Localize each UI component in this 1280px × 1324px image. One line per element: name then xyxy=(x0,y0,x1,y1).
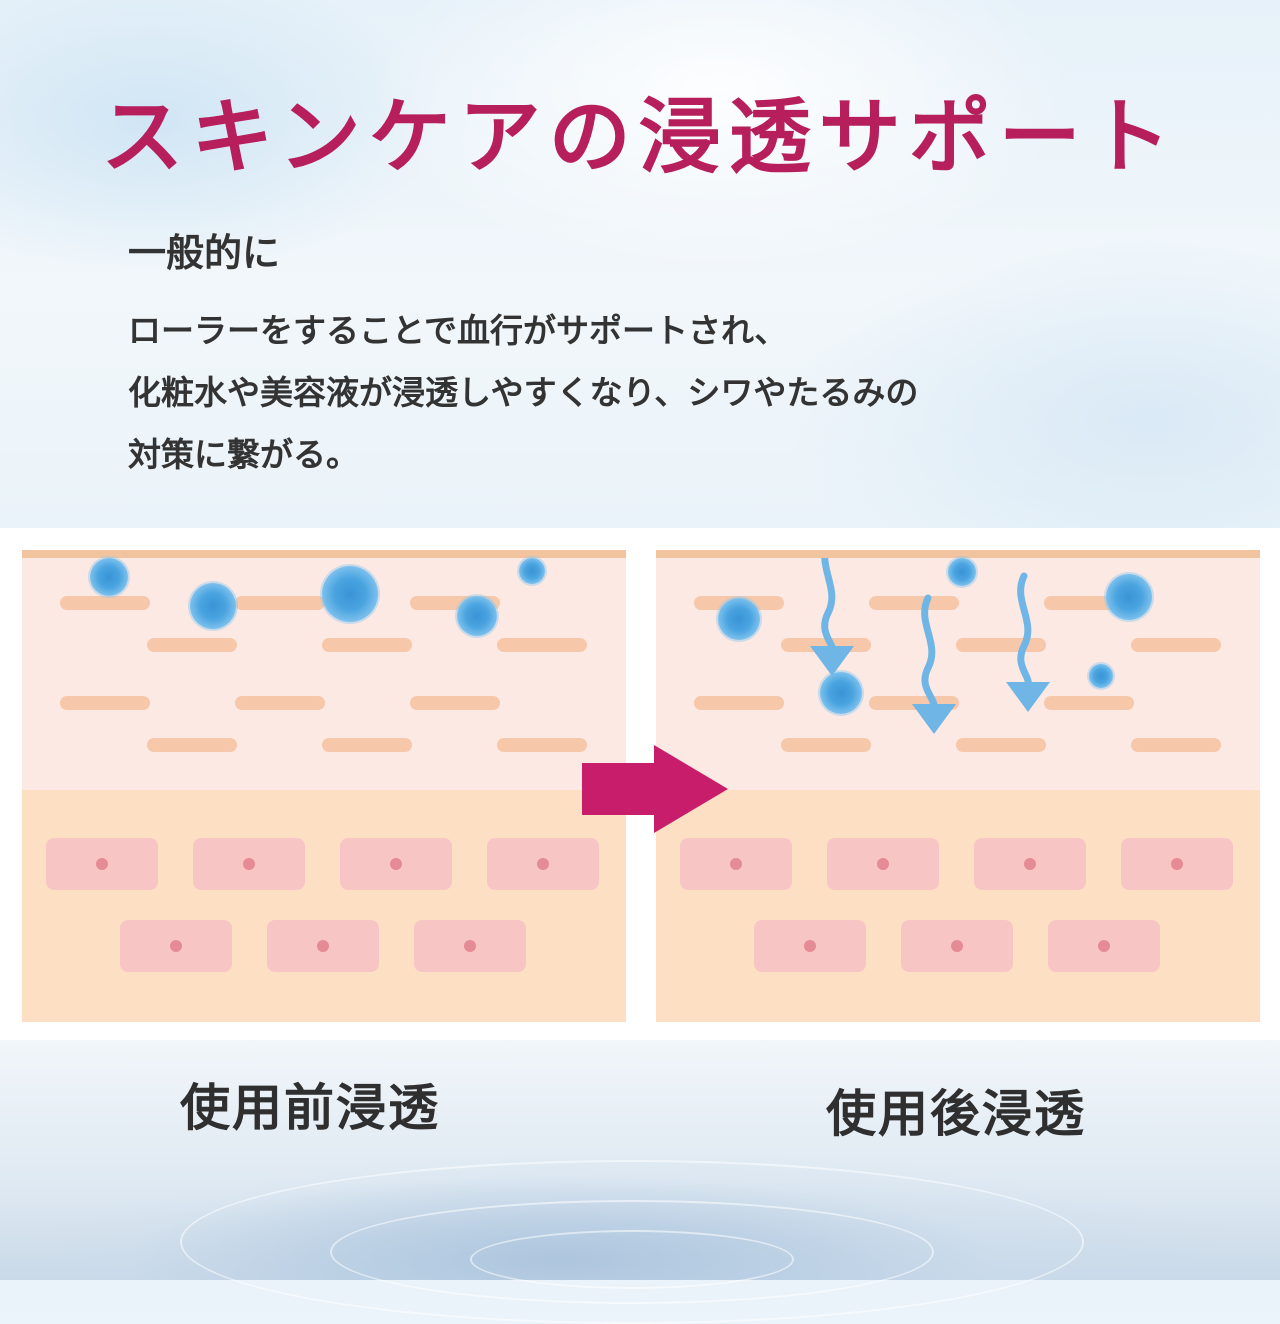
skin-before-illustration xyxy=(22,550,626,1022)
cell-dash xyxy=(781,738,871,752)
cell-dash xyxy=(869,596,959,610)
cell-nucleus xyxy=(537,858,549,870)
cell-nucleus xyxy=(317,940,329,952)
dermis-cell xyxy=(267,920,379,972)
caption-before: 使用前浸透 xyxy=(180,1079,440,1137)
flow-arrow-line xyxy=(921,594,938,712)
cell-dash xyxy=(694,696,784,710)
dermis-cell xyxy=(974,838,1086,890)
dermis-cell xyxy=(901,920,1013,972)
dermis-cell xyxy=(827,838,939,890)
cell-nucleus xyxy=(951,940,963,952)
cell-nucleus xyxy=(730,858,742,870)
description-line: ローラーをすることで血行がサポートされ、 xyxy=(128,311,788,350)
cell-dash xyxy=(60,696,150,710)
dermis-cell xyxy=(120,920,232,972)
cell-nucleus xyxy=(464,940,476,952)
serum-droplet xyxy=(1106,574,1152,620)
dermis-cell xyxy=(1121,838,1233,890)
water-ripple xyxy=(470,1230,794,1289)
cell-dash xyxy=(1131,638,1221,652)
skin-after-illustration xyxy=(656,550,1260,1022)
dermis-cell xyxy=(340,838,452,890)
dermis-cell xyxy=(1048,920,1160,972)
description: ローラーをすることで血行がサポートされ、 化粧水や美容液が浸透しやすくなり、シワ… xyxy=(128,300,1228,486)
penetration-arrows xyxy=(810,558,1050,734)
dermis-cell xyxy=(414,920,526,972)
flow-arrow-line xyxy=(821,558,836,654)
cell-dash xyxy=(235,596,325,610)
serum-droplet xyxy=(322,566,378,622)
serum-droplet xyxy=(519,558,545,584)
dermis-cell xyxy=(487,838,599,890)
background-sky xyxy=(0,0,1280,530)
serum-droplet xyxy=(820,672,862,714)
cell-nucleus xyxy=(804,940,816,952)
cell-nucleus xyxy=(1098,940,1110,952)
flow-arrow-head xyxy=(1006,682,1050,712)
cell-nucleus xyxy=(1024,858,1036,870)
cell-nucleus xyxy=(170,940,182,952)
caption-after: 使用後浸透 xyxy=(826,1085,1086,1143)
epidermis-layer xyxy=(656,550,1260,798)
serum-droplet xyxy=(718,598,760,640)
cell-dash xyxy=(497,738,587,752)
flow-arrow-line xyxy=(1017,572,1032,690)
description-line: 化粧水や美容液が浸透しやすくなり、シワやたるみの xyxy=(128,373,919,412)
serum-droplet xyxy=(190,583,236,629)
subtitle: 一般的に xyxy=(128,231,281,275)
dermis-layer xyxy=(656,790,1260,1022)
cell-dash xyxy=(497,638,587,652)
cell-nucleus xyxy=(96,858,108,870)
flow-arrow-head xyxy=(810,646,854,676)
dermis-cell xyxy=(193,838,305,890)
right-arrow-icon xyxy=(582,745,728,833)
dermis-cell xyxy=(754,920,866,972)
cell-nucleus xyxy=(390,858,402,870)
epidermis-layer xyxy=(22,550,626,798)
dermis-cell xyxy=(680,838,792,890)
serum-droplet xyxy=(90,558,128,596)
serum-droplet xyxy=(457,596,497,636)
cell-dash xyxy=(1044,696,1134,710)
dermis-layer xyxy=(22,790,626,1022)
cell-dash xyxy=(410,696,500,710)
background-water xyxy=(0,1040,1280,1324)
cell-dash xyxy=(147,638,237,652)
serum-droplet xyxy=(948,558,976,586)
serum-droplet xyxy=(1089,664,1113,688)
page-title: スキンケアの浸透サポート xyxy=(101,89,1179,185)
cell-dash xyxy=(235,696,325,710)
cell-dash xyxy=(1131,738,1221,752)
flow-arrow-head xyxy=(912,704,956,734)
dermis-cell xyxy=(46,838,158,890)
cell-nucleus xyxy=(243,858,255,870)
cell-dash xyxy=(322,638,412,652)
cell-dash xyxy=(60,596,150,610)
cell-dash xyxy=(956,738,1046,752)
description-line: 対策に繋がる。 xyxy=(128,435,359,474)
cell-dash xyxy=(147,738,237,752)
cell-nucleus xyxy=(1171,858,1183,870)
cell-dash xyxy=(322,738,412,752)
cell-nucleus xyxy=(877,858,889,870)
